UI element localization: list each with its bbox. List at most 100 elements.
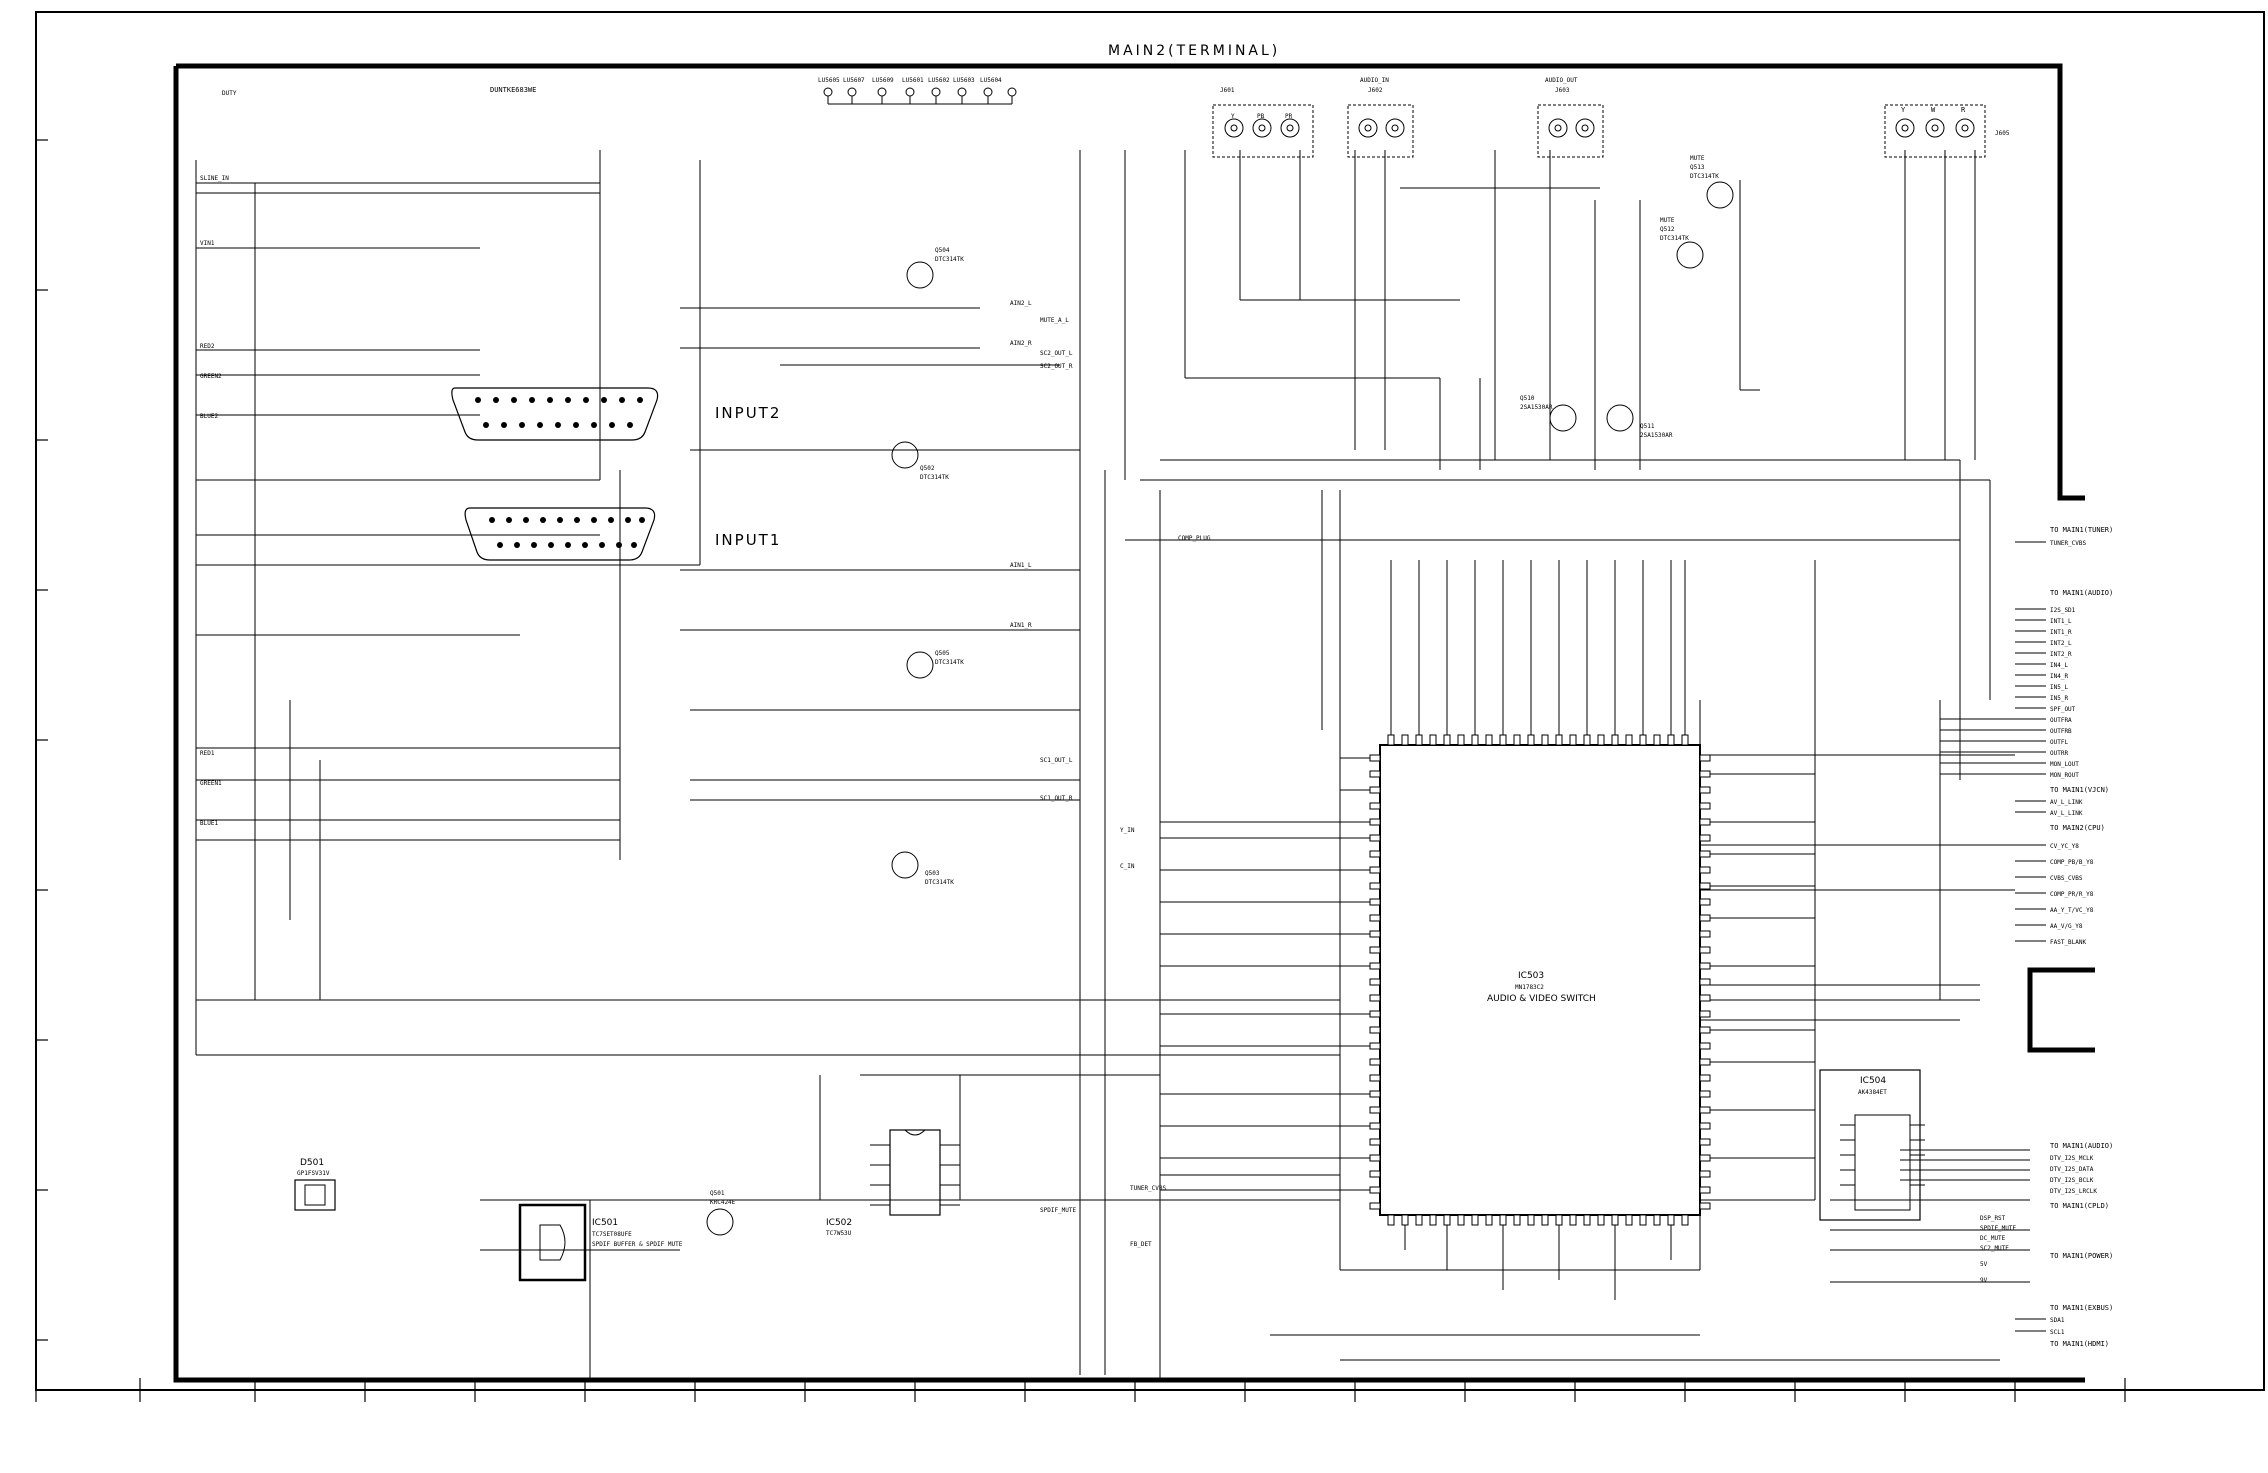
connector-signal: OUTFRA bbox=[2050, 717, 2072, 724]
j603-ref: J603 bbox=[1555, 87, 1570, 94]
connector-title: TO MAIN1(POWER) bbox=[2050, 1252, 2113, 1260]
j603-name: AUDIO_OUT bbox=[1545, 77, 1578, 84]
j602-name: AUDIO_IN bbox=[1360, 77, 1389, 84]
q502-part: DTC314TK bbox=[920, 474, 949, 481]
connector-signal: 5V bbox=[1980, 1261, 1988, 1268]
q505-ref: Q505 bbox=[935, 650, 950, 657]
connector-signal: SCL1 bbox=[2050, 1329, 2065, 1336]
ic504-part: AK4384ET bbox=[1858, 1089, 1887, 1096]
ic501-ref: IC501 bbox=[592, 1218, 618, 1228]
connector-title: TO MAIN1(EXBUS) bbox=[2050, 1304, 2113, 1312]
net-label: DUTY bbox=[222, 90, 237, 97]
q513-note: MUTE bbox=[1690, 155, 1705, 162]
connector-signal: COMP_PR/R_Y8 bbox=[2050, 891, 2094, 898]
connector-signal: DTV_I2S_MCLK bbox=[2050, 1155, 2094, 1162]
d501-part: GP1FSV31V bbox=[297, 1170, 330, 1177]
ic502-part: TC7W53U bbox=[826, 1230, 852, 1237]
connector-signal: OUTRR bbox=[2050, 750, 2068, 757]
net-label: SC2_OUT_L bbox=[1040, 350, 1073, 357]
j605-pin-y: Y bbox=[1901, 106, 1906, 114]
ic502-ref: IC502 bbox=[826, 1218, 852, 1228]
d501-ref: D501 bbox=[300, 1158, 324, 1168]
q510-part: 2SA1530AR bbox=[1520, 404, 1553, 411]
right-connectors: TO MAIN1(TUNER) TUNER_CVBS TO MAIN1(AUDI… bbox=[1940, 526, 2113, 1348]
connector-signal: CV_YC_Y8 bbox=[2050, 843, 2079, 850]
ic504-ref: IC504 bbox=[1860, 1076, 1886, 1086]
input1-label: INPUT1 bbox=[715, 531, 781, 549]
net-label: AIN1_R bbox=[1010, 622, 1032, 629]
ic501-desc: SPDIF BUFFER & SPDIF MUTE bbox=[592, 1241, 683, 1248]
connector-signal: IN4_L bbox=[2050, 662, 2068, 669]
connector-signal: IN5_R bbox=[2050, 695, 2068, 702]
connector-signal: IN4_R bbox=[2050, 673, 2068, 680]
connector-title: TO MAIN1(AUDIO) bbox=[2050, 1142, 2113, 1150]
net-label: SC1_OUT_R bbox=[1040, 795, 1073, 802]
net-label: Y_IN bbox=[1120, 827, 1135, 834]
ic501-chip: IC501 TC7SET08UFE SPDIF BUFFER & SPDIF M… bbox=[518, 1203, 683, 1282]
j602-ref: J602 bbox=[1368, 87, 1383, 94]
q503-part: DTC314TK bbox=[925, 879, 954, 886]
q513-part: DTC314TK bbox=[1690, 173, 1719, 180]
transistor-symbols bbox=[706, 181, 1734, 1236]
j601-pin-pb: PB bbox=[1257, 113, 1265, 120]
j601-ref: J601 bbox=[1220, 87, 1235, 94]
q512-part: DTC314TK bbox=[1660, 235, 1689, 242]
q512-note: MUTE bbox=[1660, 217, 1675, 224]
connector-title: TO MAIN2(CPU) bbox=[2050, 824, 2105, 832]
test-point-label: LU5601 bbox=[902, 77, 924, 84]
connector-title: TO MAIN1(AUDIO) bbox=[2050, 589, 2113, 597]
input2-scart-connector bbox=[451, 387, 659, 441]
net-label: GREEN1 bbox=[200, 780, 222, 787]
connector-title: TO MAIN1(TUNER) bbox=[2050, 526, 2113, 534]
connector-signal: DSP_RST bbox=[1980, 1215, 2006, 1222]
main-sheet-border bbox=[173, 63, 2085, 1383]
input1-scart-connector bbox=[464, 507, 656, 561]
wiring bbox=[195, 150, 2030, 1380]
q504-part: DTC314TK bbox=[935, 256, 964, 263]
ic501-part: TC7SET08UFE bbox=[592, 1231, 632, 1238]
net-label: TUNER_CVBS bbox=[1130, 1185, 1167, 1192]
connector-signal: DC_MUTE bbox=[1980, 1235, 2006, 1242]
test-point-label: LU5609 bbox=[872, 77, 894, 84]
top-test-points: LU5605 LU5607 LU5609 LU5601 LU5602 LU560… bbox=[818, 77, 1017, 105]
connector-signal: TUNER_CVBS bbox=[2050, 540, 2087, 547]
connector-signal: CVBS_CVBS bbox=[2050, 875, 2083, 882]
net-label: RED1 bbox=[200, 750, 215, 757]
connector-signal: AA_Y_T/VC_Y8 bbox=[2050, 907, 2094, 914]
outer-frame bbox=[35, 11, 2265, 1391]
connector-signal: OUTFL bbox=[2050, 739, 2068, 746]
ic504-chip: IC504 AK4384ET bbox=[1819, 1069, 1925, 1221]
connector-signal: SDA1 bbox=[2050, 1317, 2065, 1324]
frame-ruler bbox=[35, 139, 2264, 1402]
connector-signal: OUTFRB bbox=[2050, 728, 2072, 735]
connector-signal: INT2_R bbox=[2050, 651, 2072, 658]
connector-signal: MON_LOUT bbox=[2050, 761, 2079, 768]
connector-signal: SPF_OUT bbox=[2050, 706, 2076, 713]
connector-signal: IN5_L bbox=[2050, 684, 2068, 691]
ic503-ref: IC503 bbox=[1518, 971, 1544, 981]
ic502-chip: IC502 TC7W53U bbox=[826, 1129, 960, 1237]
ic503-chip: IC503 MN1783C2 AUDIO & VIDEO SWITCH bbox=[1160, 560, 1815, 1300]
j605-pin-w: W bbox=[1931, 106, 1936, 114]
connector-signal: DTV_I2S_DATA bbox=[2050, 1166, 2094, 1173]
connector-signal: I2S_SD1 bbox=[2050, 607, 2076, 614]
connector-title: TO MAIN1(VJCN) bbox=[2050, 786, 2109, 794]
connector-signal: AV_L_LINK bbox=[2050, 799, 2083, 806]
q510-ref: Q510 bbox=[1520, 395, 1535, 402]
test-point-label: LU5602 bbox=[928, 77, 950, 84]
ic503-part: MN1783C2 bbox=[1515, 984, 1544, 991]
net-label: BLUE1 bbox=[200, 820, 218, 827]
input2-label: INPUT2 bbox=[715, 404, 781, 422]
net-label: VIN1 bbox=[200, 240, 215, 247]
q505-part: DTC314TK bbox=[935, 659, 964, 666]
connector-signal: AA_V/G_Y8 bbox=[2050, 923, 2083, 930]
net-label: GREEN2 bbox=[200, 373, 222, 380]
net-label: SPDIF_MUTE bbox=[1040, 1207, 1077, 1214]
j605-pin-r: R bbox=[1961, 106, 1966, 114]
connector-signal: AV_L_LINK bbox=[2050, 810, 2083, 817]
j601-pin-y: Y bbox=[1231, 113, 1235, 120]
net-label: AIN2_R bbox=[1010, 340, 1032, 347]
connector-signal: DTV_I2S_BCLK bbox=[2050, 1177, 2094, 1184]
net-label: SLINE_IN bbox=[200, 175, 229, 182]
